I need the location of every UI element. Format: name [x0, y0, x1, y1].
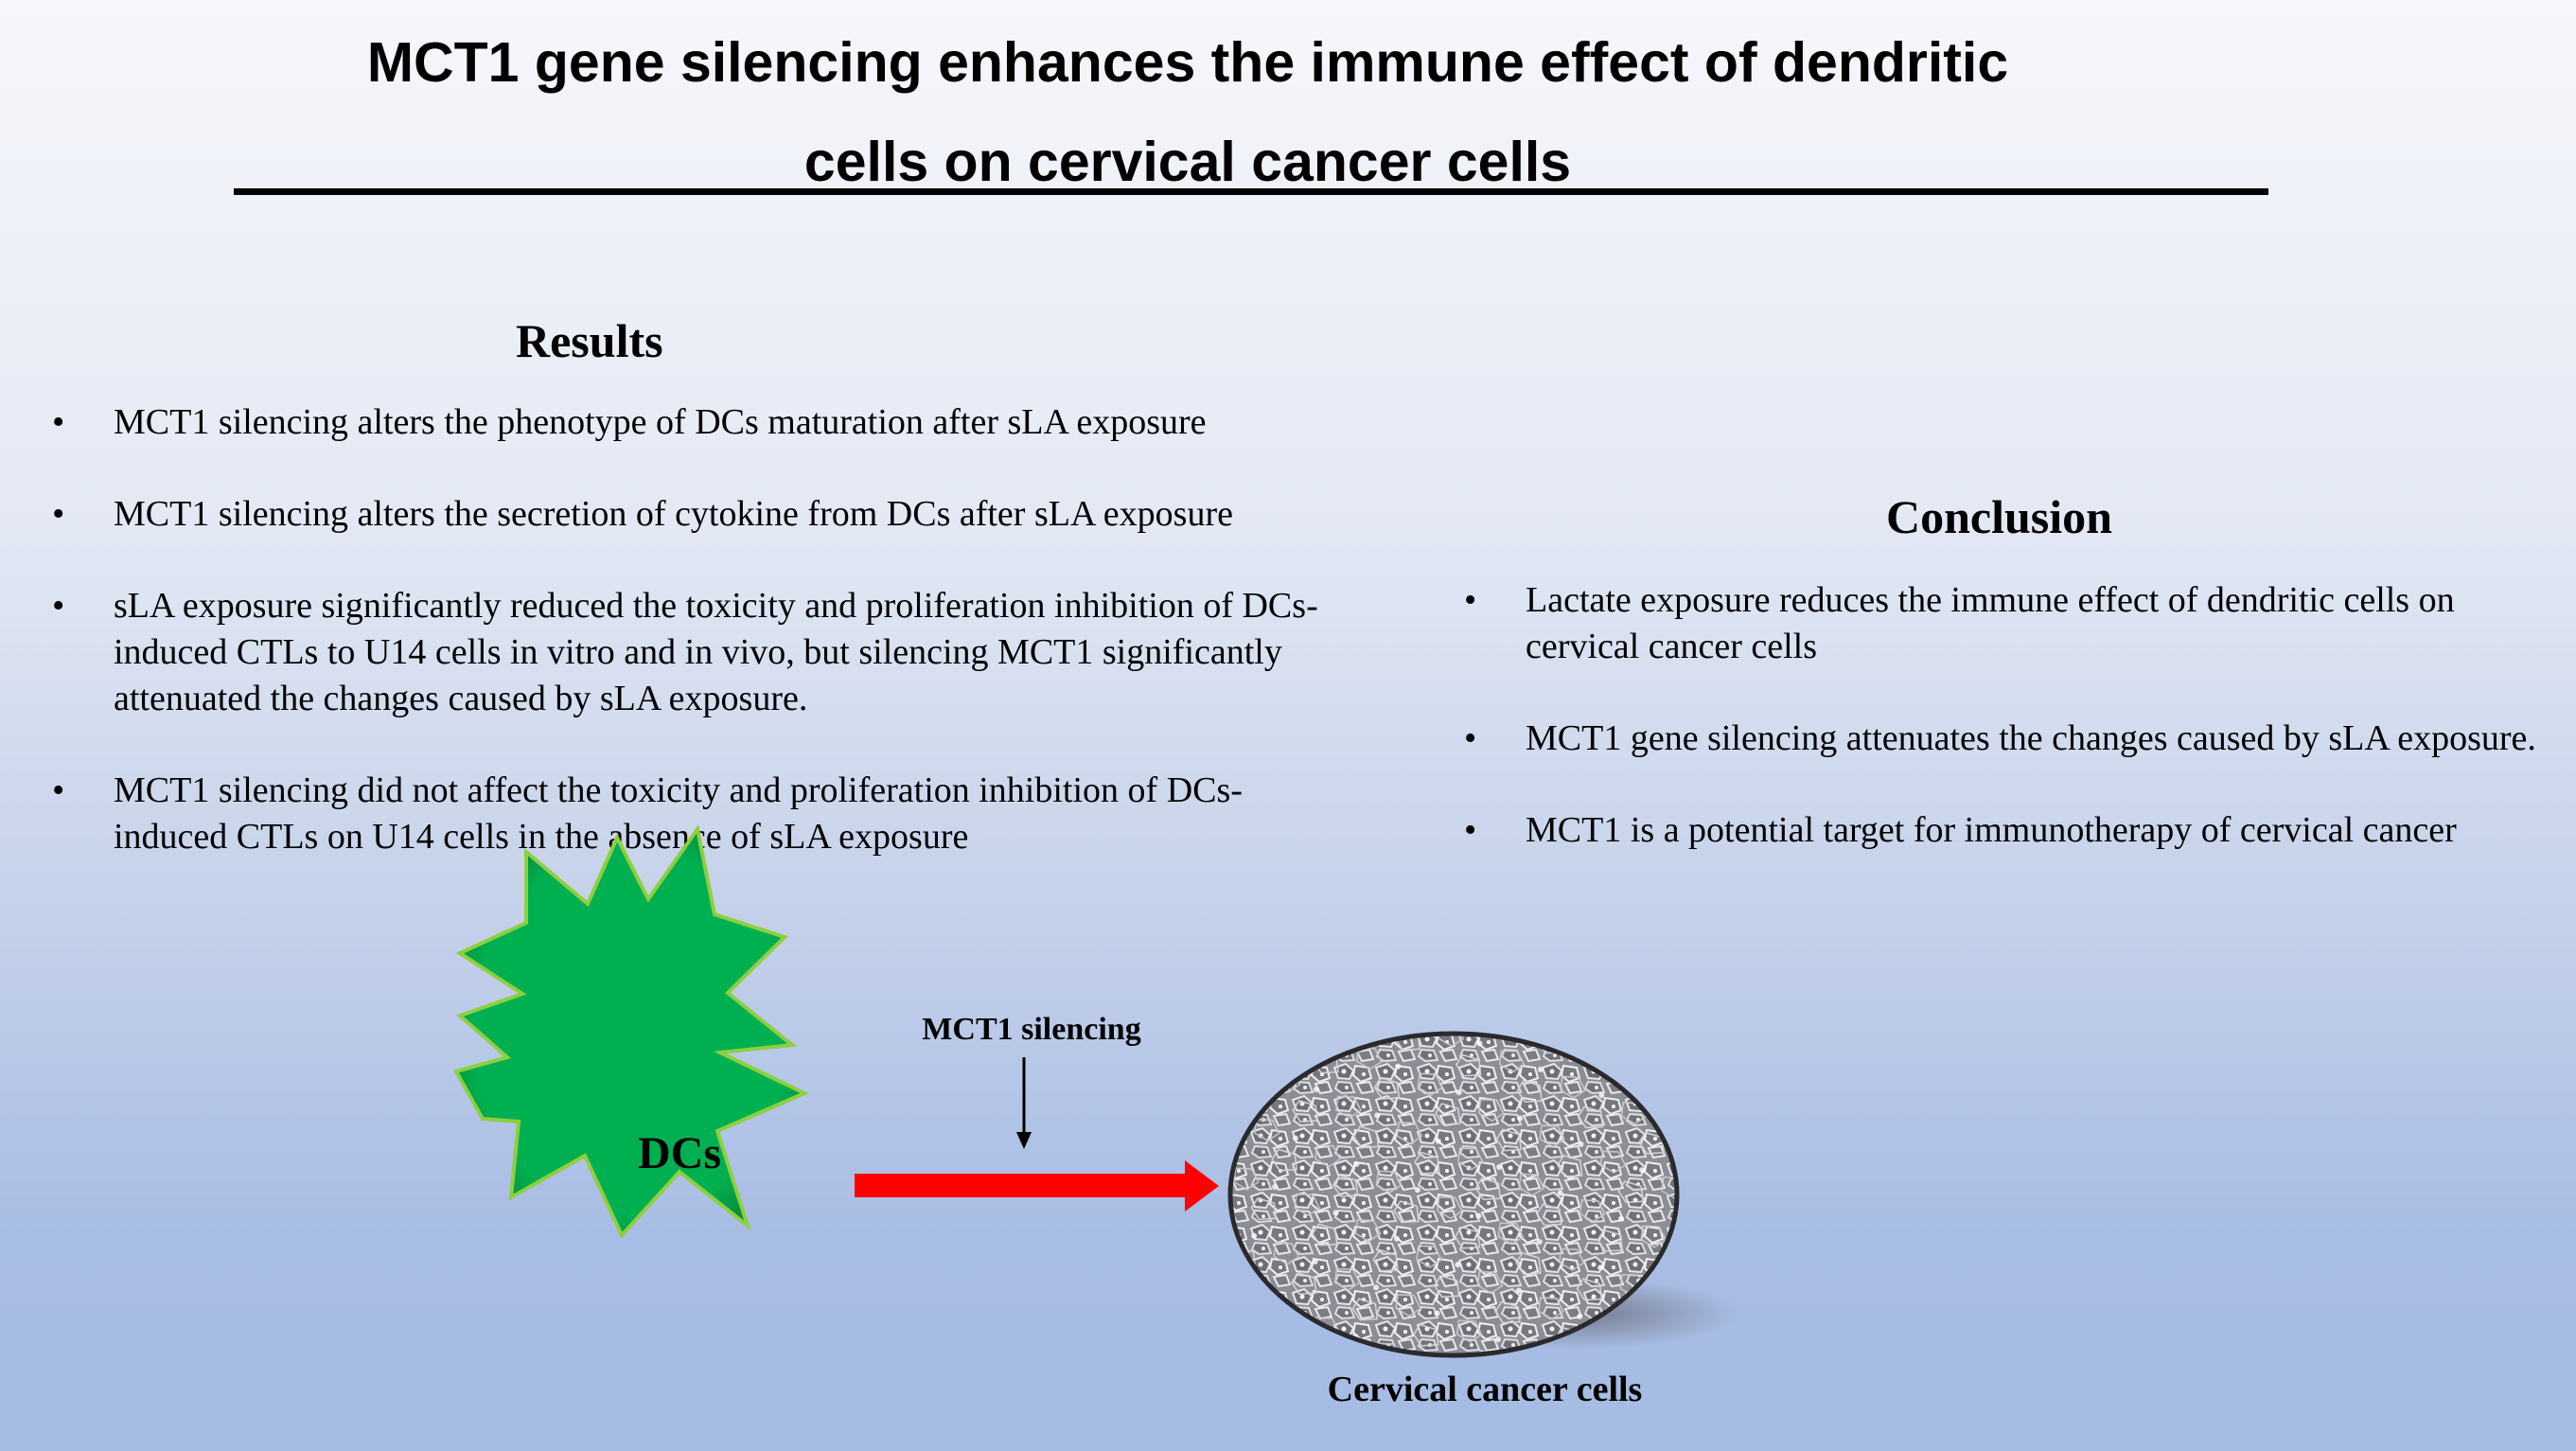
activation-arrow — [855, 1160, 1219, 1212]
results-heading: Results — [516, 314, 663, 367]
conclusion-list: Lactate exposure reduces the immune effe… — [1464, 577, 2557, 899]
page-title: MCT1 gene silencing enhances the immune … — [0, 13, 2375, 212]
title-line-1: MCT1 gene silencing enhances the immune … — [366, 31, 2009, 94]
results-item: MCT1 silencing alters the phenotype of D… — [52, 399, 1344, 446]
title-underline — [234, 188, 2268, 195]
results-item: MCT1 silencing did not affect the toxici… — [52, 768, 1344, 860]
results-item: MCT1 silencing alters the secretion of c… — [52, 491, 1344, 538]
conclusion-item: Lactate exposure reduces the immune effe… — [1464, 577, 2557, 670]
dc-star-shape — [453, 824, 809, 1239]
intervention-label: MCT1 silencing — [922, 1012, 1140, 1047]
target-label: Cervical cancer cells — [1328, 1370, 1643, 1409]
dc-label: DCs — [638, 1128, 721, 1178]
results-item: sLA exposure significantly reduced the t… — [52, 583, 1344, 722]
results-list: MCT1 silencing alters the phenotype of D… — [52, 399, 1344, 906]
title-line-2: cells on cervical cancer cells — [803, 131, 1572, 193]
intervention-arrow — [1016, 1057, 1032, 1149]
conclusion-heading: Conclusion — [1886, 490, 2112, 543]
cervical-cancer-cells-image — [1227, 1031, 1680, 1358]
conclusion-item: MCT1 is a potential target for immunothe… — [1464, 807, 2557, 854]
conclusion-item: MCT1 gene silencing attenuates the chang… — [1464, 716, 2557, 762]
